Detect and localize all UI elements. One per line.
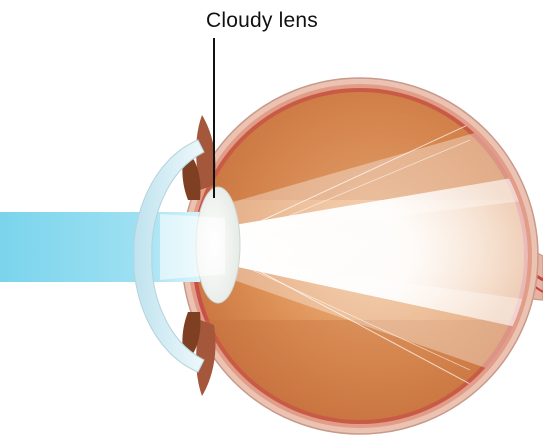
cloudy-lens-label: Cloudy lens [206, 8, 318, 33]
